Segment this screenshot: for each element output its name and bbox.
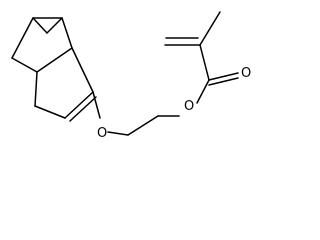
ethoxy-chain bbox=[107, 115, 180, 136]
bond-l bbox=[92, 91, 101, 119]
bond-d bbox=[11, 57, 38, 73]
ether-oxygen-label: O bbox=[97, 126, 107, 141]
bond-k-double1 bbox=[64, 91, 94, 119]
bond-c1-c2 bbox=[127, 115, 159, 136]
bond-f bbox=[32, 17, 48, 34]
bond-j bbox=[71, 47, 94, 93]
bond-carbonyl-alpha bbox=[199, 44, 210, 81]
methacrylate-group bbox=[164, 11, 239, 104]
carbonyl-oxygen-label: O bbox=[241, 66, 251, 81]
bond-k-double2 bbox=[69, 96, 97, 122]
bond-o1-c1 bbox=[107, 131, 129, 136]
molecule-drawing: O O O bbox=[11, 11, 251, 141]
ester-oxygen-label: O bbox=[184, 99, 194, 114]
bond-carbonyl-o-double1 bbox=[208, 72, 239, 81]
bond-o2-carbonyl bbox=[196, 79, 210, 104]
bond-c bbox=[61, 17, 73, 49]
bond-a bbox=[11, 17, 34, 59]
tricyclic-cage bbox=[11, 17, 101, 122]
bond-h bbox=[34, 71, 38, 107]
bond-carbonyl-o-double2 bbox=[208, 77, 239, 86]
structure-diagram: O O O bbox=[11, 11, 252, 141]
bond-alpha-methyl bbox=[199, 11, 221, 46]
bond-e bbox=[36, 47, 73, 73]
bond-i bbox=[34, 105, 66, 119]
bond-g bbox=[46, 17, 63, 34]
